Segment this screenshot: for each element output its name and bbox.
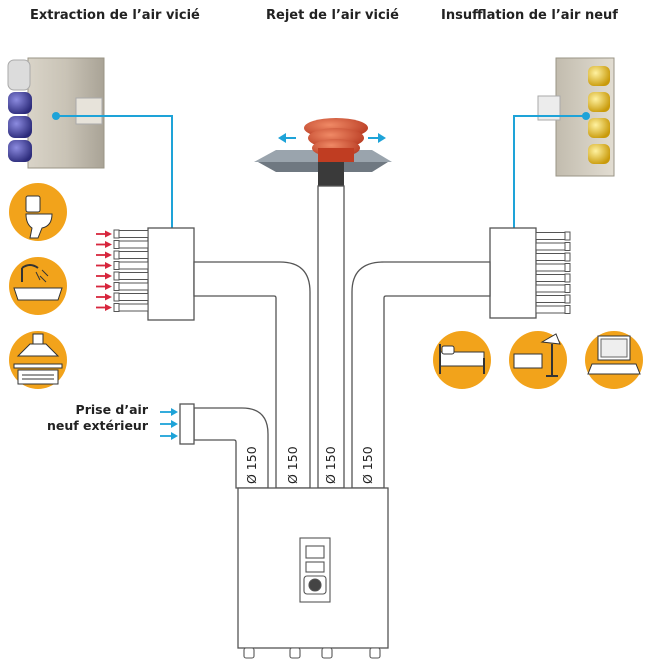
extraction-inlet-port <box>96 240 149 249</box>
rejection-duct <box>317 185 345 489</box>
intake-label: Prise d’air neuf extérieur <box>28 402 148 434</box>
roof-outlet <box>254 118 392 190</box>
extraction-inlet-port <box>96 229 149 239</box>
extraction-distribution-box <box>147 227 195 321</box>
unit-control-panel <box>299 537 331 603</box>
extract-port <box>8 116 32 138</box>
supply-outlet-port <box>535 231 571 241</box>
duct-diameter-label: Ø 150 <box>244 446 259 484</box>
extraction-inlet-port <box>96 292 149 302</box>
extraction-inlet-port <box>96 271 149 281</box>
supply-port <box>588 118 610 138</box>
supply-distribution-box <box>489 227 537 319</box>
header-insufflation: Insufflation de l’air neuf <box>441 8 618 23</box>
fresh-air-arrow <box>160 420 178 428</box>
extraction-inlet-port <box>96 261 149 270</box>
intake-label-line1: Prise d’air <box>75 402 148 417</box>
extraction-inlet-port <box>96 250 149 260</box>
supply-outlet-port <box>535 263 571 272</box>
kitchen-hood-icon <box>9 331 67 389</box>
supply-outlet-port <box>535 305 571 314</box>
extract-port <box>8 92 32 114</box>
toilet-icon <box>9 183 67 241</box>
bathtub-shower-icon <box>9 257 67 315</box>
bed-icon <box>433 331 491 389</box>
supply-port <box>588 144 610 164</box>
duct-diameter-label: Ø 150 <box>323 446 338 484</box>
intake-label-line2: neuf extérieur <box>46 418 148 433</box>
supply-outlet-port <box>535 273 571 283</box>
supply-port <box>588 92 610 112</box>
extraction-plenum <box>7 57 105 169</box>
duct-diameter-label: Ø 150 <box>285 446 300 484</box>
supply-outlet-port <box>535 284 571 293</box>
laptop-icon <box>585 331 643 389</box>
supply-outlet-ports <box>535 231 571 314</box>
extraction-inlet-port <box>96 303 149 312</box>
header-extraction: Extraction de l’air vicié <box>30 8 200 23</box>
supply-outlet-port <box>535 242 571 251</box>
fresh-air-arrow <box>160 408 178 416</box>
extraction-inlet-port <box>96 282 149 291</box>
fresh-air-arrow <box>160 432 178 440</box>
duct-diameter-label: Ø 150 <box>360 446 375 484</box>
fresh-air-grille <box>179 403 195 445</box>
extraction-inlet-ports <box>96 229 149 312</box>
exhaust-arrow-right <box>368 133 386 143</box>
extract-port <box>8 140 32 162</box>
desk-lamp-icon <box>509 331 567 389</box>
exhaust-arrow-left <box>278 133 296 143</box>
header-rejection: Rejet de l’air vicié <box>266 8 399 23</box>
unit-feet <box>243 647 381 659</box>
fresh-air-duct <box>193 407 269 489</box>
supply-outlet-port <box>535 294 571 304</box>
supply-port <box>588 66 610 86</box>
supply-outlet-port <box>535 252 571 262</box>
